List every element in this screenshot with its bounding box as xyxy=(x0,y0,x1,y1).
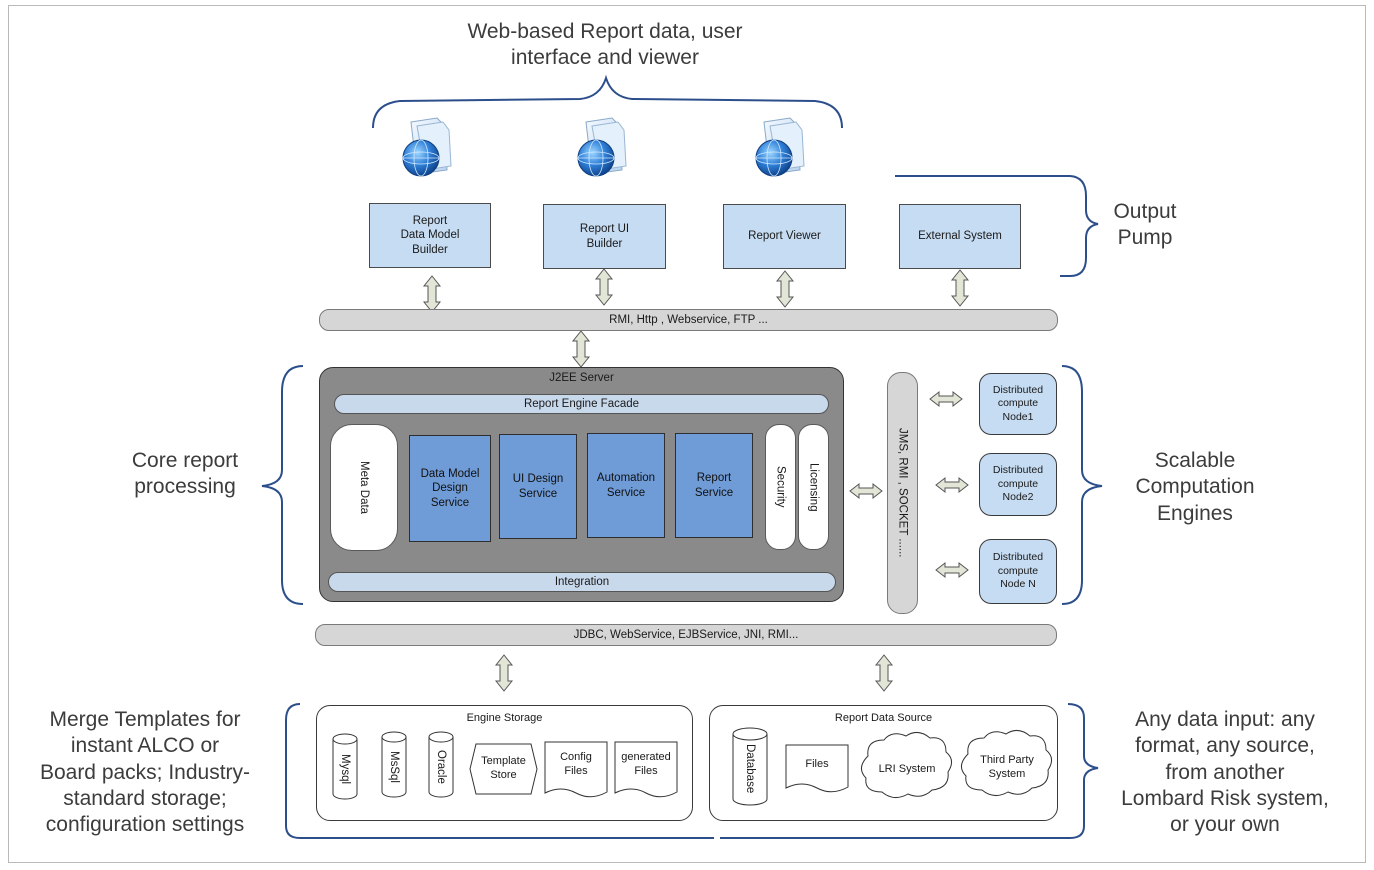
database-label: Database xyxy=(733,738,767,800)
output-external-system: External System xyxy=(899,204,1021,269)
automation-service: Automation Service xyxy=(587,433,665,538)
mssql-cylinder xyxy=(381,737,407,798)
j2ee-server-title: J2EE Server xyxy=(549,372,614,384)
lri-system-label: LRI System xyxy=(878,763,936,776)
config-files-label: Config Files xyxy=(560,751,592,777)
scalable-brace xyxy=(1061,365,1103,605)
third-party-cloud xyxy=(961,730,1052,796)
core-processing-label: Core report processing xyxy=(131,449,239,499)
protocol-bus-top: RMI, Http , Webservice, FTP ... xyxy=(319,309,1058,331)
licensing: Licensing xyxy=(798,424,829,550)
any-data-label: Any data input: any format, any source, … xyxy=(1121,708,1329,836)
meta-data: Meta Data xyxy=(330,424,398,551)
output-pump-label: Output Pump xyxy=(1113,200,1177,250)
jms-label: JMS, RMI , SOCKET ...... xyxy=(896,428,909,558)
output-report-ui-builder: Report UI Builder xyxy=(543,204,666,269)
report-service: Report Service xyxy=(675,433,753,538)
security: Security xyxy=(765,424,796,550)
mysql-cylinder xyxy=(332,739,358,800)
meta-data-label: Meta Data xyxy=(358,460,370,515)
core-brace xyxy=(261,365,304,605)
lri-system-cloud xyxy=(861,732,952,798)
mysql-label: Mysql xyxy=(333,744,357,794)
diagram-frame xyxy=(8,5,1366,863)
protocol-bus-bottom: JDBC, WebService, EJBService, JNI, RMI..… xyxy=(315,624,1057,646)
output-pump-brace xyxy=(895,175,1099,277)
generated-files-shape xyxy=(614,741,678,798)
jms-rmi-socket-bus: JMS, RMI , SOCKET ...... xyxy=(887,372,918,614)
data-model-design-service: Data Model Design Service xyxy=(409,435,491,542)
oracle-cylinder xyxy=(428,737,454,798)
ui-design-service: UI Design Service xyxy=(499,434,577,539)
integration: Integration xyxy=(328,572,836,592)
output-report-viewer: Report Viewer xyxy=(723,204,846,269)
oracle-label: Oracle xyxy=(429,742,453,792)
files-label: Files xyxy=(805,758,829,771)
top-brace xyxy=(372,74,843,129)
j2ee-server: J2EE Server Report Engine Facade Meta Da… xyxy=(319,367,844,602)
engine-storage-title: Engine Storage xyxy=(466,712,543,724)
scalable-label: Scalable Computation Engines xyxy=(1135,449,1255,525)
files-shape xyxy=(785,744,849,793)
mysql-text: Mysql xyxy=(339,753,352,785)
compute-node-1: Distributed compute Node1 xyxy=(979,373,1057,435)
template-store-shape xyxy=(469,743,538,795)
database-cylinder xyxy=(732,734,768,806)
compute-node-n: Distributed compute Node N xyxy=(979,539,1057,604)
generated-files-label: generated Files xyxy=(621,751,671,777)
compute-node-2: Distributed compute Node2 xyxy=(979,453,1057,516)
mssql-text: MsSql xyxy=(388,751,401,783)
security-label: Security xyxy=(774,466,787,508)
report-engine-facade: Report Engine Facade xyxy=(334,394,829,414)
third-party-label: Third Party System xyxy=(980,754,1034,780)
output-report-data-model-builder: Report Data Model Builder xyxy=(369,203,491,268)
bottom-brace xyxy=(285,703,1099,839)
config-files-shape xyxy=(544,741,608,798)
database-text: Database xyxy=(744,744,757,794)
oracle-text: Oracle xyxy=(435,750,448,784)
mssql-label: MsSql xyxy=(382,742,406,792)
report-data-source-title: Report Data Source xyxy=(834,712,933,724)
template-store-label: Template Store xyxy=(481,755,526,781)
top-label: Web-based Report data, user interface an… xyxy=(467,20,743,70)
merge-templates-label: Merge Templates for instant ALCO or Boar… xyxy=(39,708,251,836)
licensing-label: Licensing xyxy=(807,462,820,512)
